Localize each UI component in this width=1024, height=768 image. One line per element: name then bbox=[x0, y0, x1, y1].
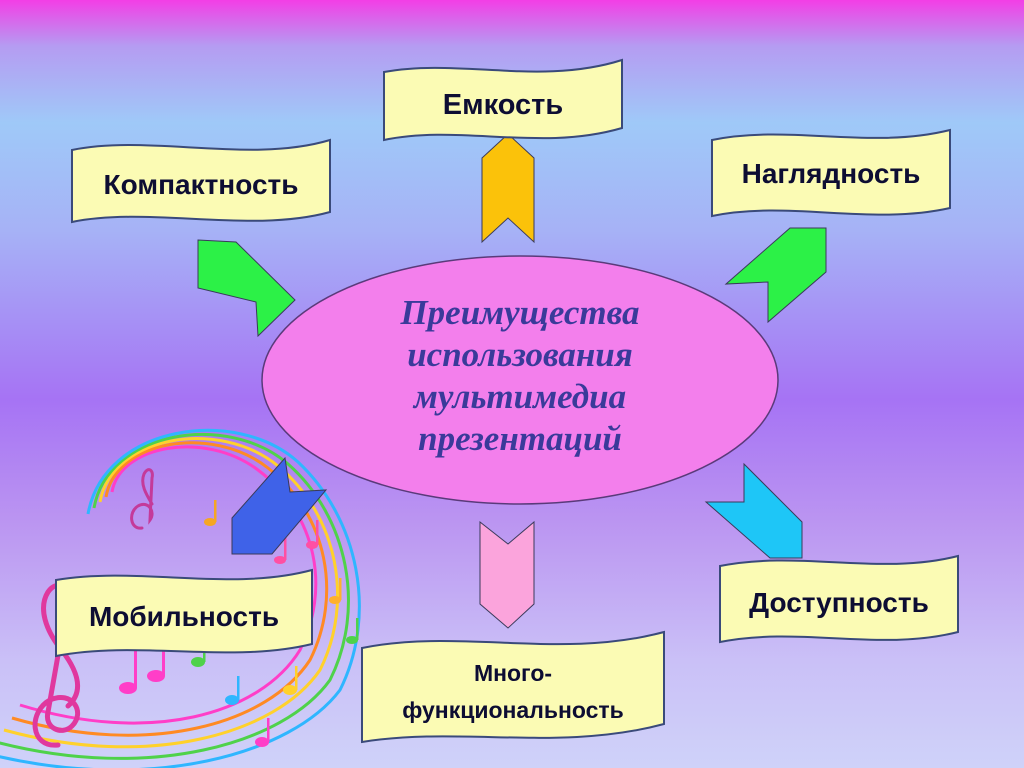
treble-clef-icon bbox=[130, 468, 154, 530]
center-title: Преимущества использования мультимедиа п… bbox=[300, 292, 740, 460]
arrow-bottom-right bbox=[704, 462, 803, 559]
banner-bottom-right-shape bbox=[719, 554, 959, 644]
label-capacity: Емкость bbox=[442, 88, 564, 121]
label-multifunctionality: Много- функциональность bbox=[362, 648, 664, 736]
arrow-top-right bbox=[724, 227, 827, 324]
center-ellipse bbox=[261, 255, 779, 505]
banner-bottom-shape bbox=[361, 630, 665, 744]
arrow-bottom bbox=[479, 520, 535, 629]
label-compactness: Компактность bbox=[103, 168, 299, 200]
arrow-top bbox=[481, 133, 535, 244]
arrow-bottom-left bbox=[231, 456, 328, 555]
banner-bottom-left-shape bbox=[55, 568, 313, 658]
label-multifunctionality-line2: функциональность bbox=[402, 697, 624, 723]
banner-top-left-shape bbox=[71, 138, 331, 224]
center-title-line1: Преимущества bbox=[400, 293, 640, 332]
music-staff-swirl bbox=[0, 428, 361, 768]
label-multifunctionality-line1: Много- bbox=[473, 660, 553, 687]
arrow-top-left bbox=[197, 239, 296, 338]
label-mobility: Мобильность bbox=[88, 600, 280, 632]
center-title-line3: мультимедиа bbox=[413, 377, 627, 416]
banner-top-right-shape bbox=[711, 128, 951, 218]
banner-top-shape bbox=[383, 58, 623, 142]
label-accessibility: Доступность bbox=[749, 586, 929, 618]
music-note-icon bbox=[119, 500, 359, 747]
center-title-line2: использования bbox=[407, 335, 633, 374]
center-title-line4: презентаций bbox=[418, 419, 622, 458]
label-visibility: Наглядность bbox=[741, 157, 921, 189]
